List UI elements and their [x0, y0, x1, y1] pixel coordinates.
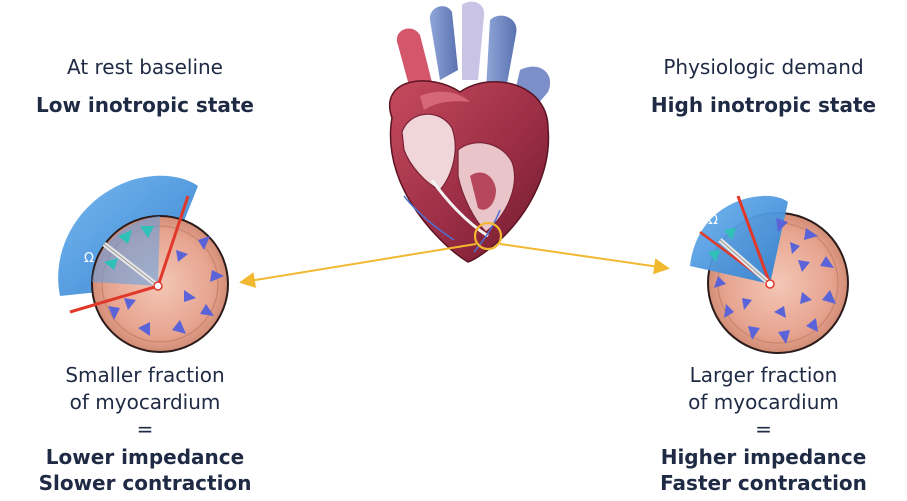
right-equals: = — [620, 418, 907, 441]
left-myocardium-cross-section-icon: Ω — [58, 176, 228, 352]
heart-illustration — [390, 2, 550, 262]
right-title: Physiologic demand — [620, 56, 907, 79]
right-desc-line1: Larger fraction — [620, 364, 907, 387]
left-pointer-arrow — [243, 244, 476, 282]
left-omega-symbol: Ω — [84, 251, 94, 266]
left-desc-line2: of myocardium — [0, 391, 290, 414]
left-result-line1: Lower impedance — [0, 446, 290, 469]
left-desc-line1: Smaller fraction — [0, 364, 290, 387]
left-result-line2: Slower contraction — [0, 472, 290, 495]
left-title: At rest baseline — [0, 56, 290, 79]
right-result-line2: Faster contraction — [620, 472, 907, 495]
right-desc-line2: of myocardium — [620, 391, 907, 414]
right-result-line1: Higher impedance — [620, 446, 907, 469]
right-subtitle: High inotropic state — [620, 94, 907, 117]
left-equals: = — [0, 418, 290, 441]
right-omega-symbol: Ω — [708, 213, 718, 228]
left-subtitle: Low inotropic state — [0, 94, 290, 117]
right-myocardium-cross-section-icon: Ω — [690, 196, 848, 353]
right-pointer-arrow — [500, 244, 666, 268]
